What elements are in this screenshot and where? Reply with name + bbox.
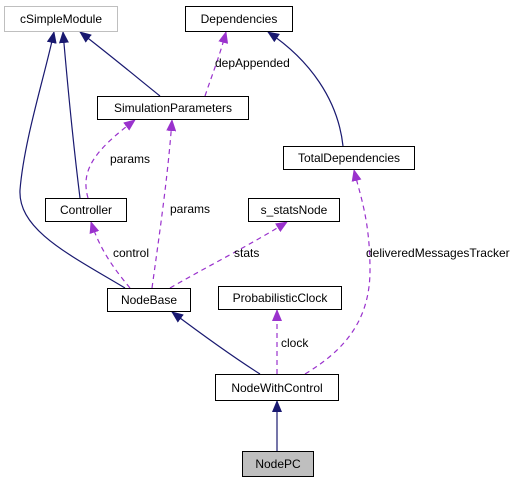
edge-nodewithcontrol-to-totaldependencies: [304, 169, 371, 375]
node-nodepc: NodePC: [242, 451, 314, 477]
edge-controller-to-csimplemodule: [58, 31, 81, 199]
edge-nodebase-to-csimplemodule: [19, 31, 126, 289]
node-s-statsnode[interactable]: s_statsNode: [248, 198, 340, 222]
node-nodebase[interactable]: NodeBase: [107, 288, 191, 312]
edge-nodebase-to-controller: [89, 221, 131, 289]
node-nodewithcontrol[interactable]: NodeWithControl: [215, 374, 339, 401]
label-depappended: depAppended: [215, 56, 290, 70]
node-controller[interactable]: Controller: [45, 198, 127, 222]
edge-nodebase-to-s-statsnode: [169, 221, 288, 289]
label-control: control: [113, 246, 150, 260]
edge-nodewithcontrol-to-nodebase: [171, 311, 261, 375]
node-simulationparameters[interactable]: SimulationParameters: [97, 96, 249, 120]
edge-nodebase-to-simulationparameters: [151, 119, 177, 289]
label-deliveredmessagestracker: deliveredMessagesTracker: [366, 246, 510, 260]
node-totaldependencies[interactable]: TotalDependencies: [283, 146, 415, 170]
edge-totaldependencies-to-dependencies: [267, 31, 344, 147]
label-params-nodebase: params: [170, 202, 211, 216]
label-stats: stats: [234, 246, 260, 260]
edge-simulationparameters-to-csimplemodule: [79, 31, 161, 97]
label-clock: clock: [281, 336, 309, 350]
node-probabilisticclock[interactable]: ProbabilisticClock: [218, 286, 342, 310]
label-params-controller: params: [110, 152, 151, 166]
edge-controller-to-simulationparameters: [85, 119, 136, 199]
node-csimplemodule: cSimpleModule: [4, 6, 118, 32]
node-dependencies[interactable]: Dependencies: [185, 6, 293, 32]
